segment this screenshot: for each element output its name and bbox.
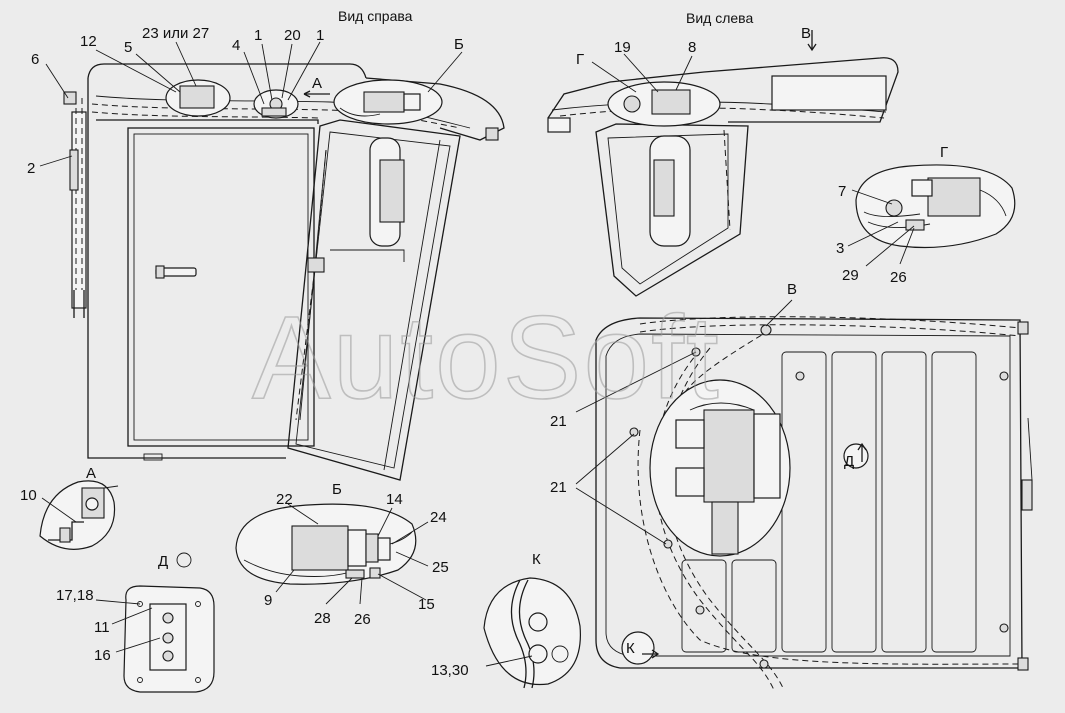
callout-9: 9 bbox=[264, 592, 272, 609]
callout-26-b: 26 bbox=[354, 611, 371, 628]
section-a-marker: А bbox=[312, 75, 322, 92]
right-side-view bbox=[63, 63, 505, 481]
callout-14: 14 bbox=[386, 491, 403, 508]
labels: Вид справа Вид слева Б А В Г Г В Д К А Б… bbox=[20, 8, 948, 679]
callout-4: 4 bbox=[232, 37, 240, 54]
detail-b-title: Б bbox=[332, 481, 342, 498]
left-view-title: Вид слева bbox=[686, 10, 753, 26]
detail-k bbox=[483, 577, 581, 689]
detail-k-title: К bbox=[532, 551, 541, 568]
left-side-view bbox=[547, 30, 899, 297]
section-d-marker: Д bbox=[844, 453, 854, 470]
callout-20: 20 bbox=[284, 27, 301, 44]
callout-1-b: 1 bbox=[316, 27, 324, 44]
callout-10: 10 bbox=[20, 487, 37, 504]
detail-d bbox=[123, 552, 215, 693]
callout-1-a: 1 bbox=[254, 27, 262, 44]
section-k-marker: К bbox=[626, 640, 635, 657]
callout-15: 15 bbox=[418, 596, 435, 613]
callout-21-b: 21 bbox=[550, 479, 567, 496]
callout-5: 5 bbox=[124, 39, 132, 56]
detail-g bbox=[855, 164, 1016, 249]
detail-a-title: А bbox=[86, 465, 96, 482]
detail-a bbox=[39, 480, 119, 550]
callout-19: 19 bbox=[614, 39, 631, 56]
callout-2: 2 bbox=[27, 160, 35, 177]
callout-3: 3 bbox=[836, 240, 844, 257]
callout-16: 16 bbox=[94, 647, 111, 664]
section-v-marker-top: В bbox=[787, 281, 797, 298]
callout-11: 11 bbox=[94, 619, 110, 636]
leader-lines bbox=[39, 41, 915, 667]
callout-7: 7 bbox=[838, 183, 846, 200]
callout-12: 12 bbox=[80, 33, 97, 50]
callout-22: 22 bbox=[276, 491, 293, 508]
callout-25: 25 bbox=[432, 559, 449, 576]
callout-24: 24 bbox=[430, 509, 447, 526]
callout-8: 8 bbox=[688, 39, 696, 56]
callout-28: 28 bbox=[314, 610, 331, 627]
detail-d-title: Д bbox=[158, 553, 168, 570]
right-view-title: Вид справа bbox=[338, 8, 413, 24]
callout-17-18: 17,18 bbox=[56, 587, 94, 604]
section-v-marker-left: В bbox=[801, 25, 811, 42]
callout-29: 29 bbox=[842, 267, 859, 284]
section-g-marker: Г bbox=[576, 51, 584, 68]
section-b-marker: Б bbox=[454, 36, 464, 53]
top-view bbox=[595, 316, 1033, 691]
callout-26-g: 26 bbox=[890, 269, 907, 286]
callout-13-30: 13,30 bbox=[431, 662, 469, 679]
watermark: AutoSoft bbox=[252, 292, 721, 424]
callout-23-or-27: 23 или 27 bbox=[142, 25, 209, 42]
detail-g-title: Г bbox=[940, 144, 948, 161]
detail-b bbox=[235, 503, 417, 585]
callout-21-a: 21 bbox=[550, 413, 567, 430]
callout-6: 6 bbox=[31, 51, 39, 68]
